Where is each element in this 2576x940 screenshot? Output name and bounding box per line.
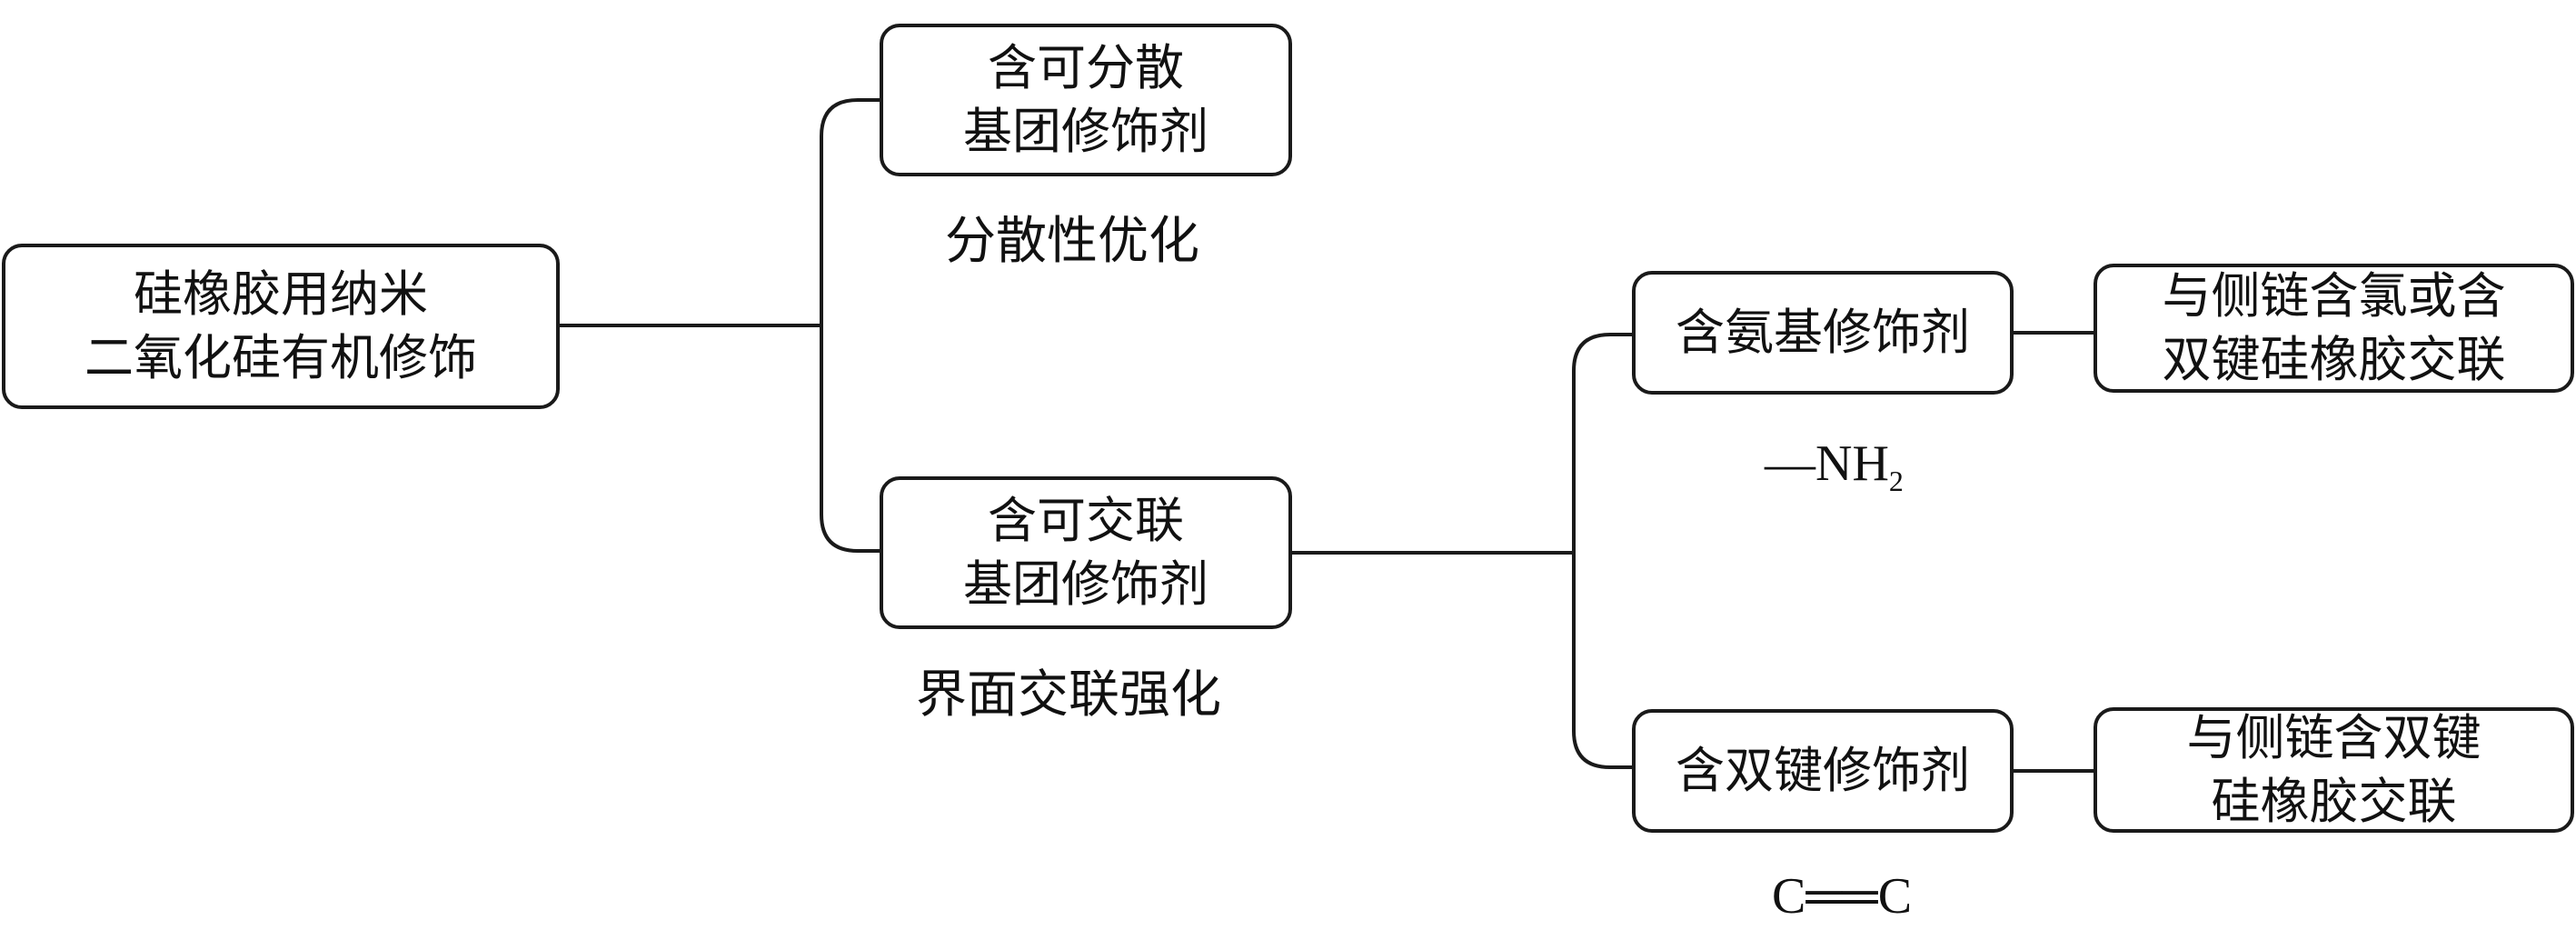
amino-formula-subscript: 2 [1888, 465, 1904, 497]
double-bond-modifier-label: 含双键修饰剂 [1676, 741, 1970, 799]
dispersion-modifier-line1: 含可分散 [988, 38, 1184, 96]
dispersion-connector [820, 98, 880, 325]
crosslink-connector [820, 325, 880, 553]
double-bond-connector [1572, 553, 1632, 769]
amino-connector [1572, 333, 1632, 553]
amino-modifier-node: 含氨基修饰剂 [1632, 271, 2014, 395]
amino-formula-text: —NH [1765, 435, 1889, 492]
amino-formula: —NH2 [1765, 438, 1904, 495]
double-bond-formula: C══C [1772, 868, 1913, 925]
root-label-line1: 硅橡胶用纳米 [134, 265, 428, 323]
double-bond-result-line2: 硅橡胶交联 [2211, 773, 2457, 830]
amino-modifier-label: 含氨基修饰剂 [1676, 303, 1970, 361]
dispersion-modifier-node: 含可分散 基团修饰剂 [880, 24, 1292, 176]
root-node: 硅橡胶用纳米 二氧化硅有机修饰 [2, 244, 560, 409]
amino-result-line1: 与侧链含氯或含 [2162, 266, 2506, 325]
double-bond-modifier-node: 含双键修饰剂 [1632, 709, 2014, 833]
double-bond-result-node: 与侧链含双键 硅橡胶交联 [2094, 707, 2574, 833]
dispersion-caption: 分散性优化 [945, 212, 1199, 271]
root-label-line2: 二氧化硅有机修饰 [85, 329, 477, 386]
crosslink-modifier-line1: 含可交联 [988, 491, 1184, 549]
crosslink-modifier-node: 含可交联 基团修饰剂 [880, 476, 1292, 629]
amino-result-line2: 双键硅橡胶交联 [2162, 331, 2506, 388]
crosslink-modifier-line2: 基团修饰剂 [963, 555, 1208, 613]
dispersion-modifier-line2: 基团修饰剂 [963, 103, 1208, 160]
double-bond-result-line1: 与侧链含双键 [2186, 708, 2482, 766]
crosslink-caption: 界面交联强化 [916, 665, 1221, 725]
amino-result-node: 与侧链含氯或含 双键硅橡胶交联 [2094, 264, 2574, 393]
